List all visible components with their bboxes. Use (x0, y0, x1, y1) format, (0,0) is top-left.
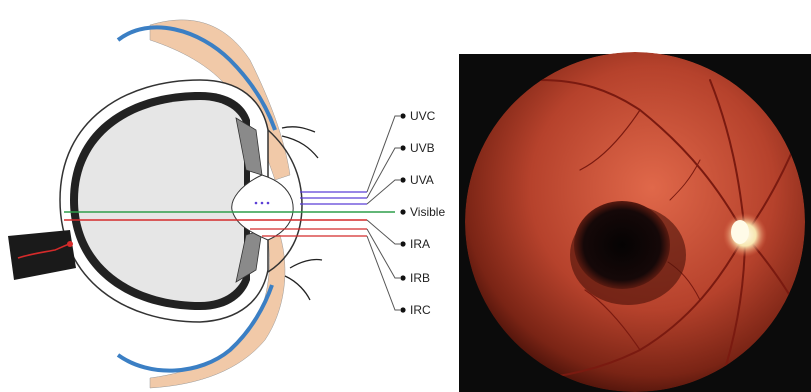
connector-irb (367, 229, 400, 278)
optic-nerve (8, 230, 76, 280)
connector-uva (367, 180, 400, 204)
label-ira: IRA (410, 237, 430, 251)
label-connectors (367, 116, 400, 310)
retina-spot (67, 241, 73, 247)
bullet-irb (400, 275, 405, 280)
label-irc: IRC (410, 303, 431, 317)
label-uva: UVA (410, 173, 434, 187)
band-labels: UVC UVB UVA Visible IRA IRB IRC (400, 109, 445, 317)
uv-dot-1 (255, 202, 258, 205)
fundus-photo (459, 52, 811, 392)
bullet-ira (400, 241, 405, 246)
eye-cross-section (8, 20, 322, 388)
bullet-uvc (400, 113, 405, 118)
label-uvc: UVC (410, 109, 436, 123)
uv-dot-2 (261, 202, 264, 205)
bullet-visible (400, 209, 405, 214)
macular-hole (574, 201, 670, 289)
bullet-uvb (400, 145, 405, 150)
bullet-irc (400, 307, 405, 312)
uv-dot-3 (267, 202, 270, 205)
connector-irc (367, 236, 400, 310)
connector-ira (367, 220, 400, 244)
lower-eyelashes (285, 259, 322, 300)
bullet-uva (400, 177, 405, 182)
label-visible: Visible (410, 205, 445, 219)
label-uvb: UVB (410, 141, 435, 155)
label-irb: IRB (410, 271, 430, 285)
optic-disc-center (731, 220, 749, 244)
